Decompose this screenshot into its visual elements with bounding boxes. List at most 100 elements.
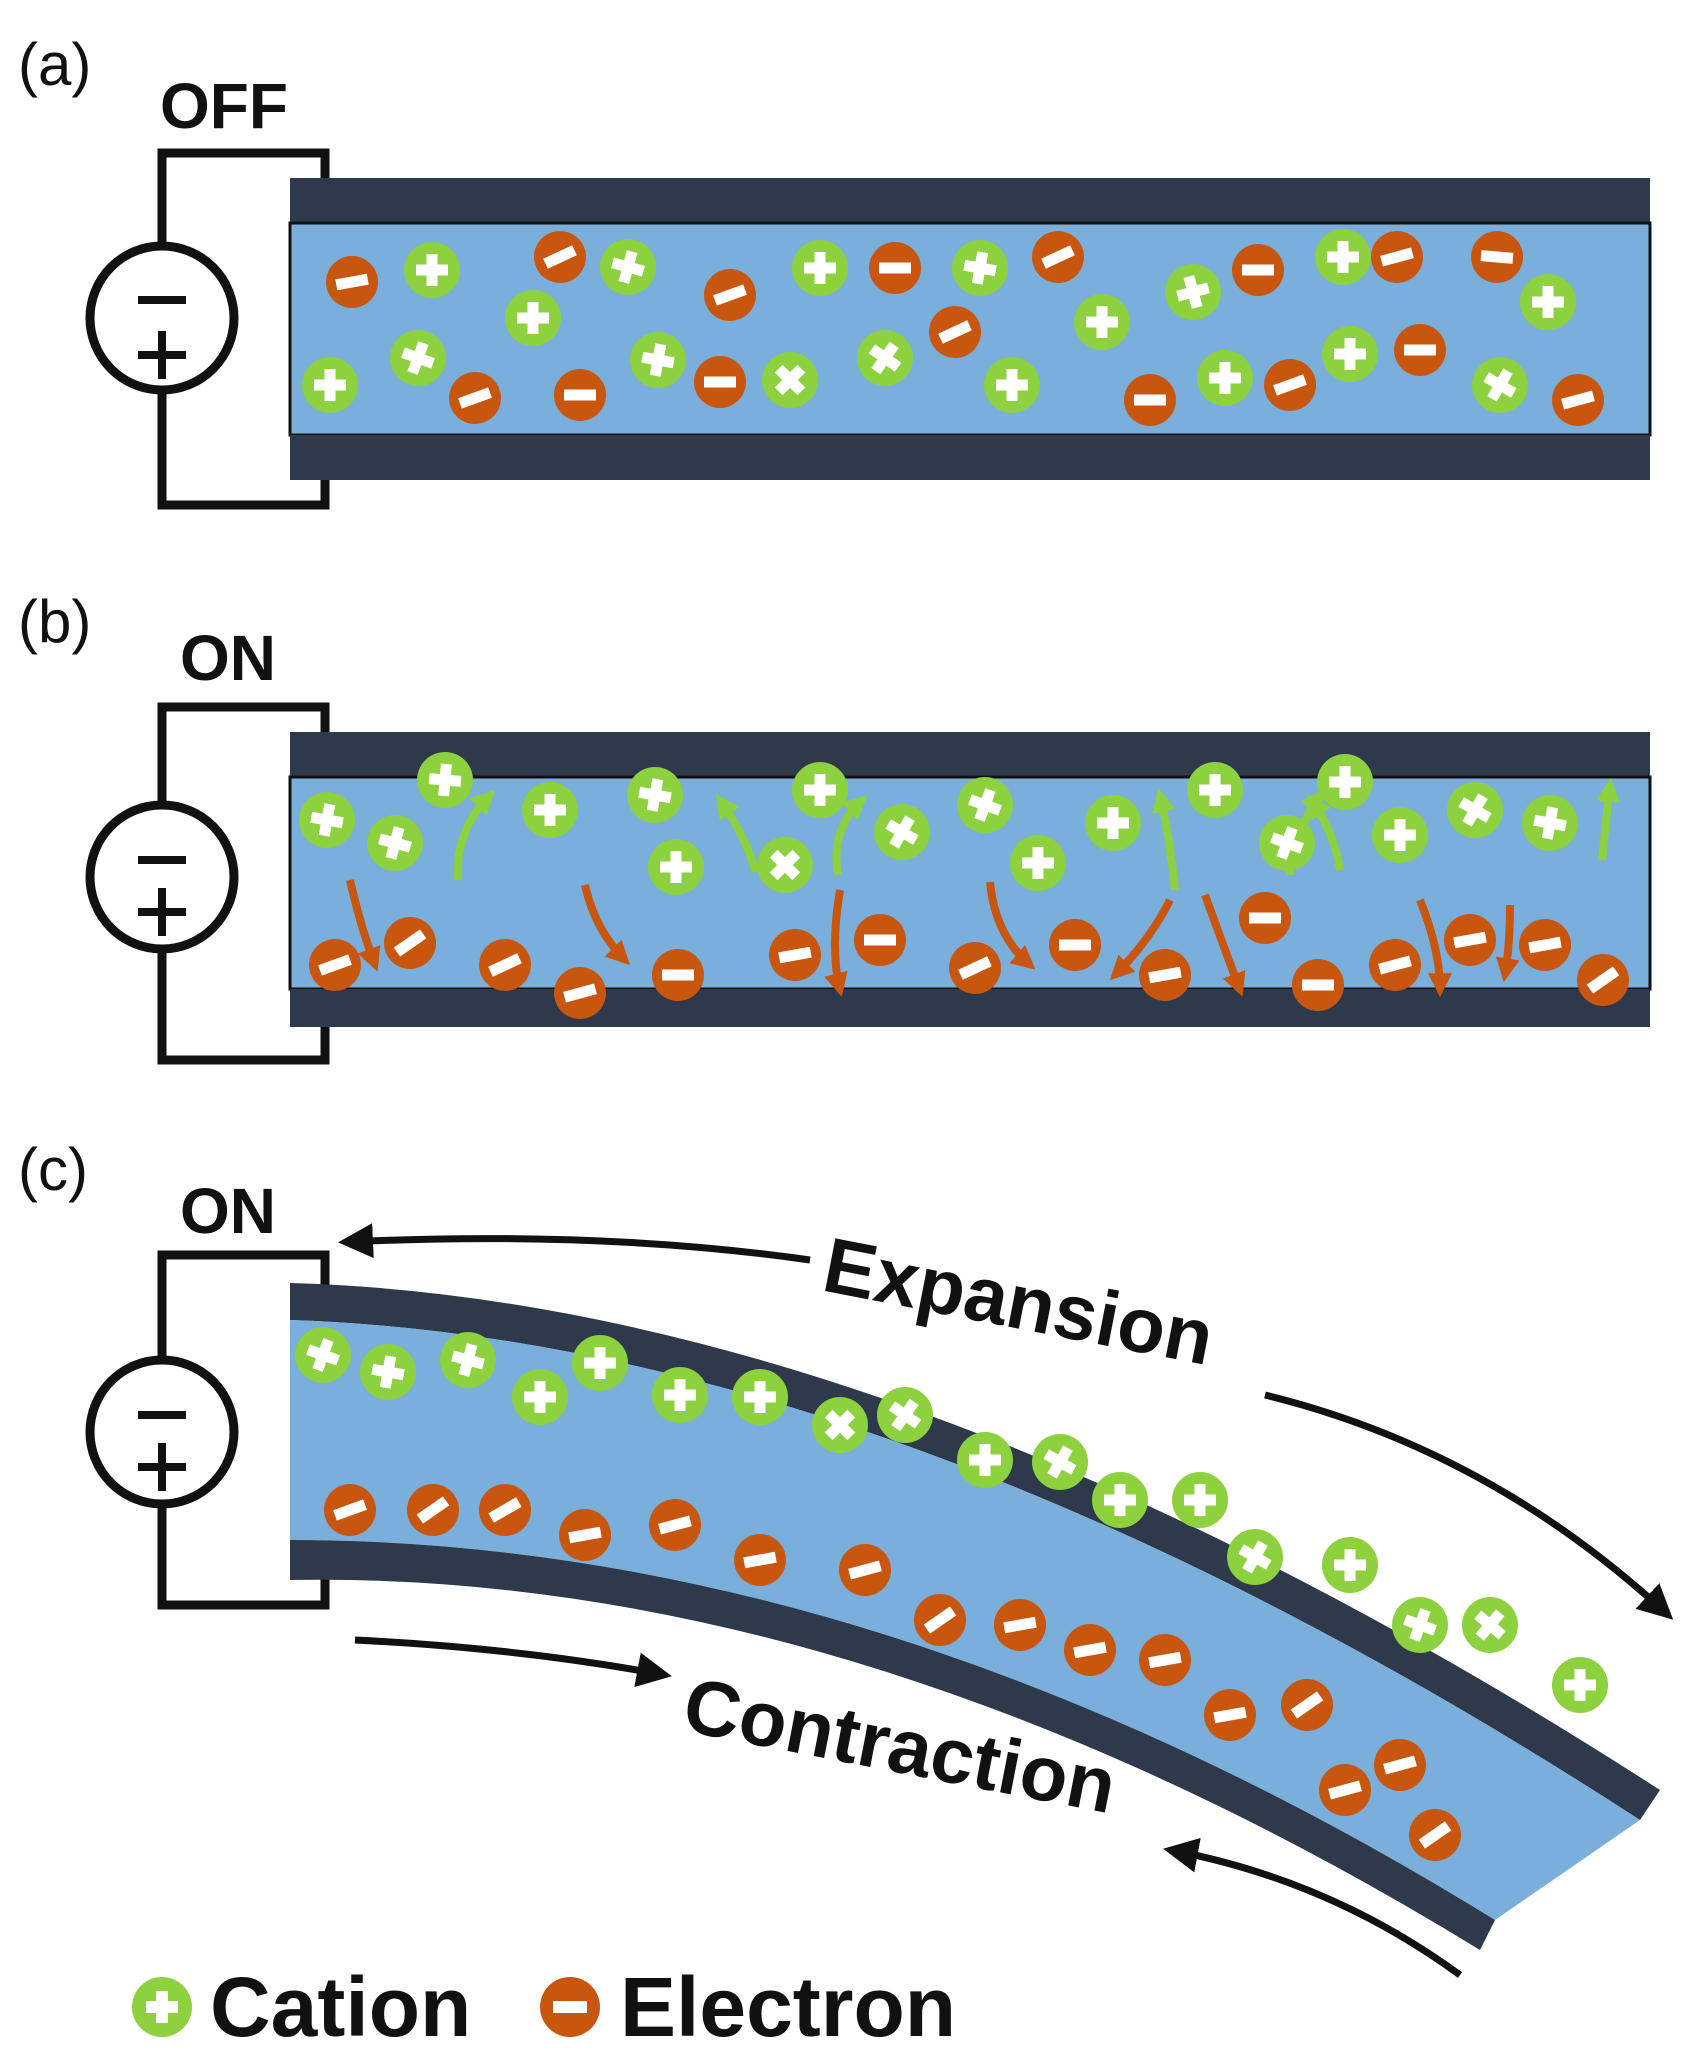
electron-migration-arrow [1109,898,1174,981]
cation-icon [1074,294,1130,350]
electron-icon [949,942,1001,994]
cation-icon [1187,762,1243,818]
electron-migration-arrow [581,884,631,966]
cation-icon [572,1335,628,1391]
panel-b-state: ON [180,622,276,694]
electron-migration-arrow [346,879,381,972]
cation-icon [1172,1472,1228,1528]
electron-icon [1204,1689,1256,1741]
cation-icon [512,1369,568,1425]
electron-icon [1239,892,1291,944]
cation-icon [1372,807,1428,863]
electron-icon [1032,231,1084,283]
cation-icon [1092,1472,1148,1528]
cation-icon [1259,815,1315,871]
cation-icon [792,240,848,296]
electron-icon [1394,324,1446,376]
electron-icon [1281,1679,1333,1731]
electron-icon [1139,1634,1191,1686]
electron-migration-arrow [824,889,848,997]
cation-migration-arrow [1596,777,1621,861]
power-source-c [85,1250,330,1610]
electron-icon [534,231,586,283]
cation-icon [1522,795,1578,851]
panel-a-label: (a) [18,31,91,98]
cation-icon [295,1327,351,1383]
electron-icon [324,1484,376,1536]
cation-migration-arrow [715,794,759,873]
panel-b-label: (b) [18,588,91,655]
electron-icon [929,306,981,358]
cation-migration-arrow [1308,793,1344,871]
legend-electron-label: Electron [620,1960,956,2054]
electron-icon [1519,919,1571,971]
ions-c [295,1327,1608,1861]
cation-icon [812,1397,868,1453]
cation-icon [1322,326,1378,382]
panel-c-label: (c) [18,1136,88,1203]
cation-migration-arrow [1151,787,1179,891]
cation-icon [1322,1537,1378,1593]
cation-migration-arrow [832,795,868,876]
electron-icon [1319,1764,1371,1816]
cation-icon [404,242,460,298]
electron-icon [1064,1624,1116,1676]
electron-icon [554,369,606,421]
electron-icon [649,1499,701,1551]
electron-icon [694,356,746,408]
electron-icon [1409,1809,1461,1861]
cation-icon [1552,1657,1608,1713]
cation-icon [757,837,813,893]
electron-icon [479,1484,531,1536]
electron-icon [1444,914,1496,966]
power-source-b [85,702,330,1065]
cation-migration-arrow [453,789,496,881]
electron-icon [407,1484,459,1536]
panel-c-state: ON [180,1175,276,1247]
legend: Cation Electron [132,1960,956,2054]
cation-icon [984,357,1040,413]
cation-icon [1520,274,1576,330]
cation-icon [630,332,686,388]
cation-icon [957,777,1013,833]
electron-icon [734,1534,786,1586]
electron-icon [769,929,821,981]
panel-a-state: OFF [160,70,288,142]
electron-icon [559,1509,611,1561]
electron-icon [854,914,906,966]
electron-icon [704,269,756,321]
electron-icon [869,242,921,294]
expansion-label: Expansion [817,1220,1221,1382]
electron-icon [1471,231,1523,283]
cation-icon [874,804,930,860]
legend-electron-icon [540,1977,600,2037]
cation-icon [762,352,818,408]
cation-icon [1085,795,1141,851]
panel-c: (c) ON Expansion Contraction [18,1136,1674,1978]
cation-icon [1472,357,1528,413]
ions-a [302,229,1604,426]
migration-arrows-b [346,777,1621,998]
electron-icon [1369,939,1421,991]
electron-icon [1232,244,1284,296]
cation-icon [732,1369,788,1425]
cation-icon [1447,782,1503,838]
cation-icon [877,1387,933,1443]
cation-icon [1197,350,1253,406]
cation-icon [1165,264,1221,320]
electron-icon [1374,1739,1426,1791]
electron-migration-arrow [1416,898,1452,998]
electron-icon [1139,949,1191,1001]
legend-cation-label: Cation [210,1960,471,2054]
ions-b [299,752,1629,1019]
cation-icon [417,752,473,808]
electron-migration-arrow [1495,904,1520,983]
electron-icon [1371,231,1423,283]
cation-icon [522,782,578,838]
cation-icon [299,792,355,848]
cation-icon [600,239,656,295]
electron-icon [1124,374,1176,426]
cation-icon [627,767,683,823]
cation-icon [302,357,358,413]
